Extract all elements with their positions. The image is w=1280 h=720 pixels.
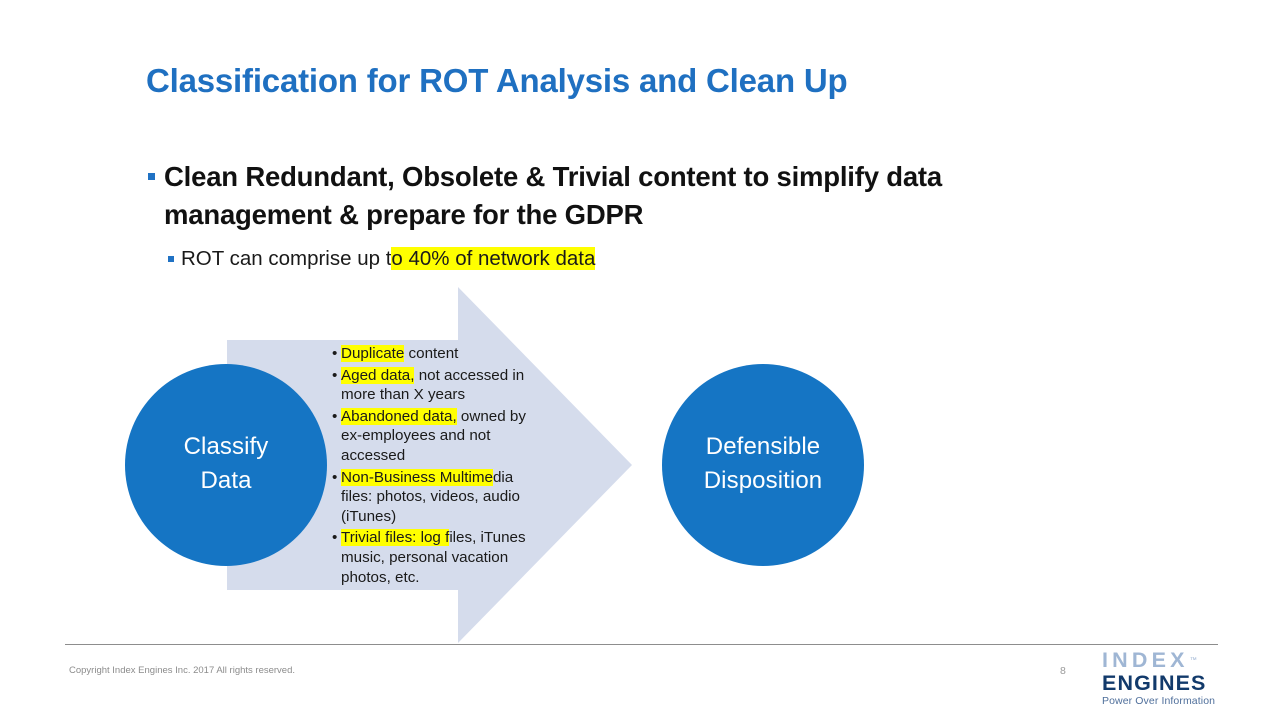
list-item-highlight: Aged data, [341, 366, 415, 384]
rot-category-list-ul: Duplicate content Aged data, not accesse… [330, 344, 535, 587]
defensible-disposition-line1: Defensible [705, 433, 821, 460]
sub-bullet-text: ROT can comprise up to 40% of network da… [181, 245, 596, 272]
list-item-highlight: Abandoned data, [341, 407, 457, 425]
list-item: Abandoned data, owned by ex-employees an… [341, 407, 535, 466]
rot-category-list: Duplicate content Aged data, not accesse… [330, 344, 535, 589]
list-item: Trivial files: log files, iTunes music, … [341, 528, 535, 587]
list-item-rest: dia files: photos, videos, audio (iTunes… [341, 468, 520, 525]
square-bullet-icon [148, 173, 155, 180]
square-bullet-icon [168, 256, 174, 262]
classify-data-line1: Classify [183, 433, 269, 460]
trademark-icon: ™ [1189, 657, 1197, 664]
list-item-rest: not accessed in more than X years [341, 366, 525, 404]
logo-index-label: INDEX [1102, 648, 1189, 672]
main-bullet-row: Clean Redundant, Obsolete & Trivial cont… [148, 158, 1068, 234]
sub-bullet-prefix: ROT can comprise up t [181, 247, 392, 270]
main-bullet-text: Clean Redundant, Obsolete & Trivial cont… [164, 161, 942, 230]
defensible-disposition-line2: Disposition [703, 467, 823, 494]
list-item-highlight: Trivial files: log f [341, 529, 450, 547]
classify-data-circle [125, 364, 327, 566]
page-title: Classification for ROT Analysis and Clea… [146, 62, 848, 99]
classify-data-line2: Data [200, 467, 252, 494]
list-item-rest: iles, iTunes music, personal vacation ph… [341, 529, 526, 586]
copyright-text: Copyright Index Engines Inc. 2017 All ri… [69, 665, 296, 676]
defensible-disposition-circle [662, 364, 864, 566]
sub-bullet-highlight: o 40% of network data [391, 247, 596, 270]
list-item-highlight: Non-Business Multime [341, 468, 493, 486]
logo-tagline-text: Power Over Information [1102, 695, 1216, 707]
page-number: 8 [1060, 665, 1066, 677]
sub-bullet-row: ROT can comprise up to 40% of network da… [168, 245, 868, 272]
list-item-highlight: Duplicate [341, 345, 405, 362]
list-item: Duplicate content [341, 344, 535, 364]
logo-engines-text: ENGINES [1102, 671, 1207, 695]
list-item: Aged data, not accessed in more than X y… [341, 366, 535, 405]
list-item: Non-Business Multimedia files: photos, v… [341, 468, 535, 527]
footer-divider [65, 644, 1218, 645]
defensible-disposition-label: Defensible Disposition [663, 430, 863, 498]
list-item-rest: content [404, 345, 459, 362]
classify-data-label: Classify Data [126, 430, 326, 498]
list-item-rest: owned by ex-employees and not accessed [341, 407, 526, 464]
